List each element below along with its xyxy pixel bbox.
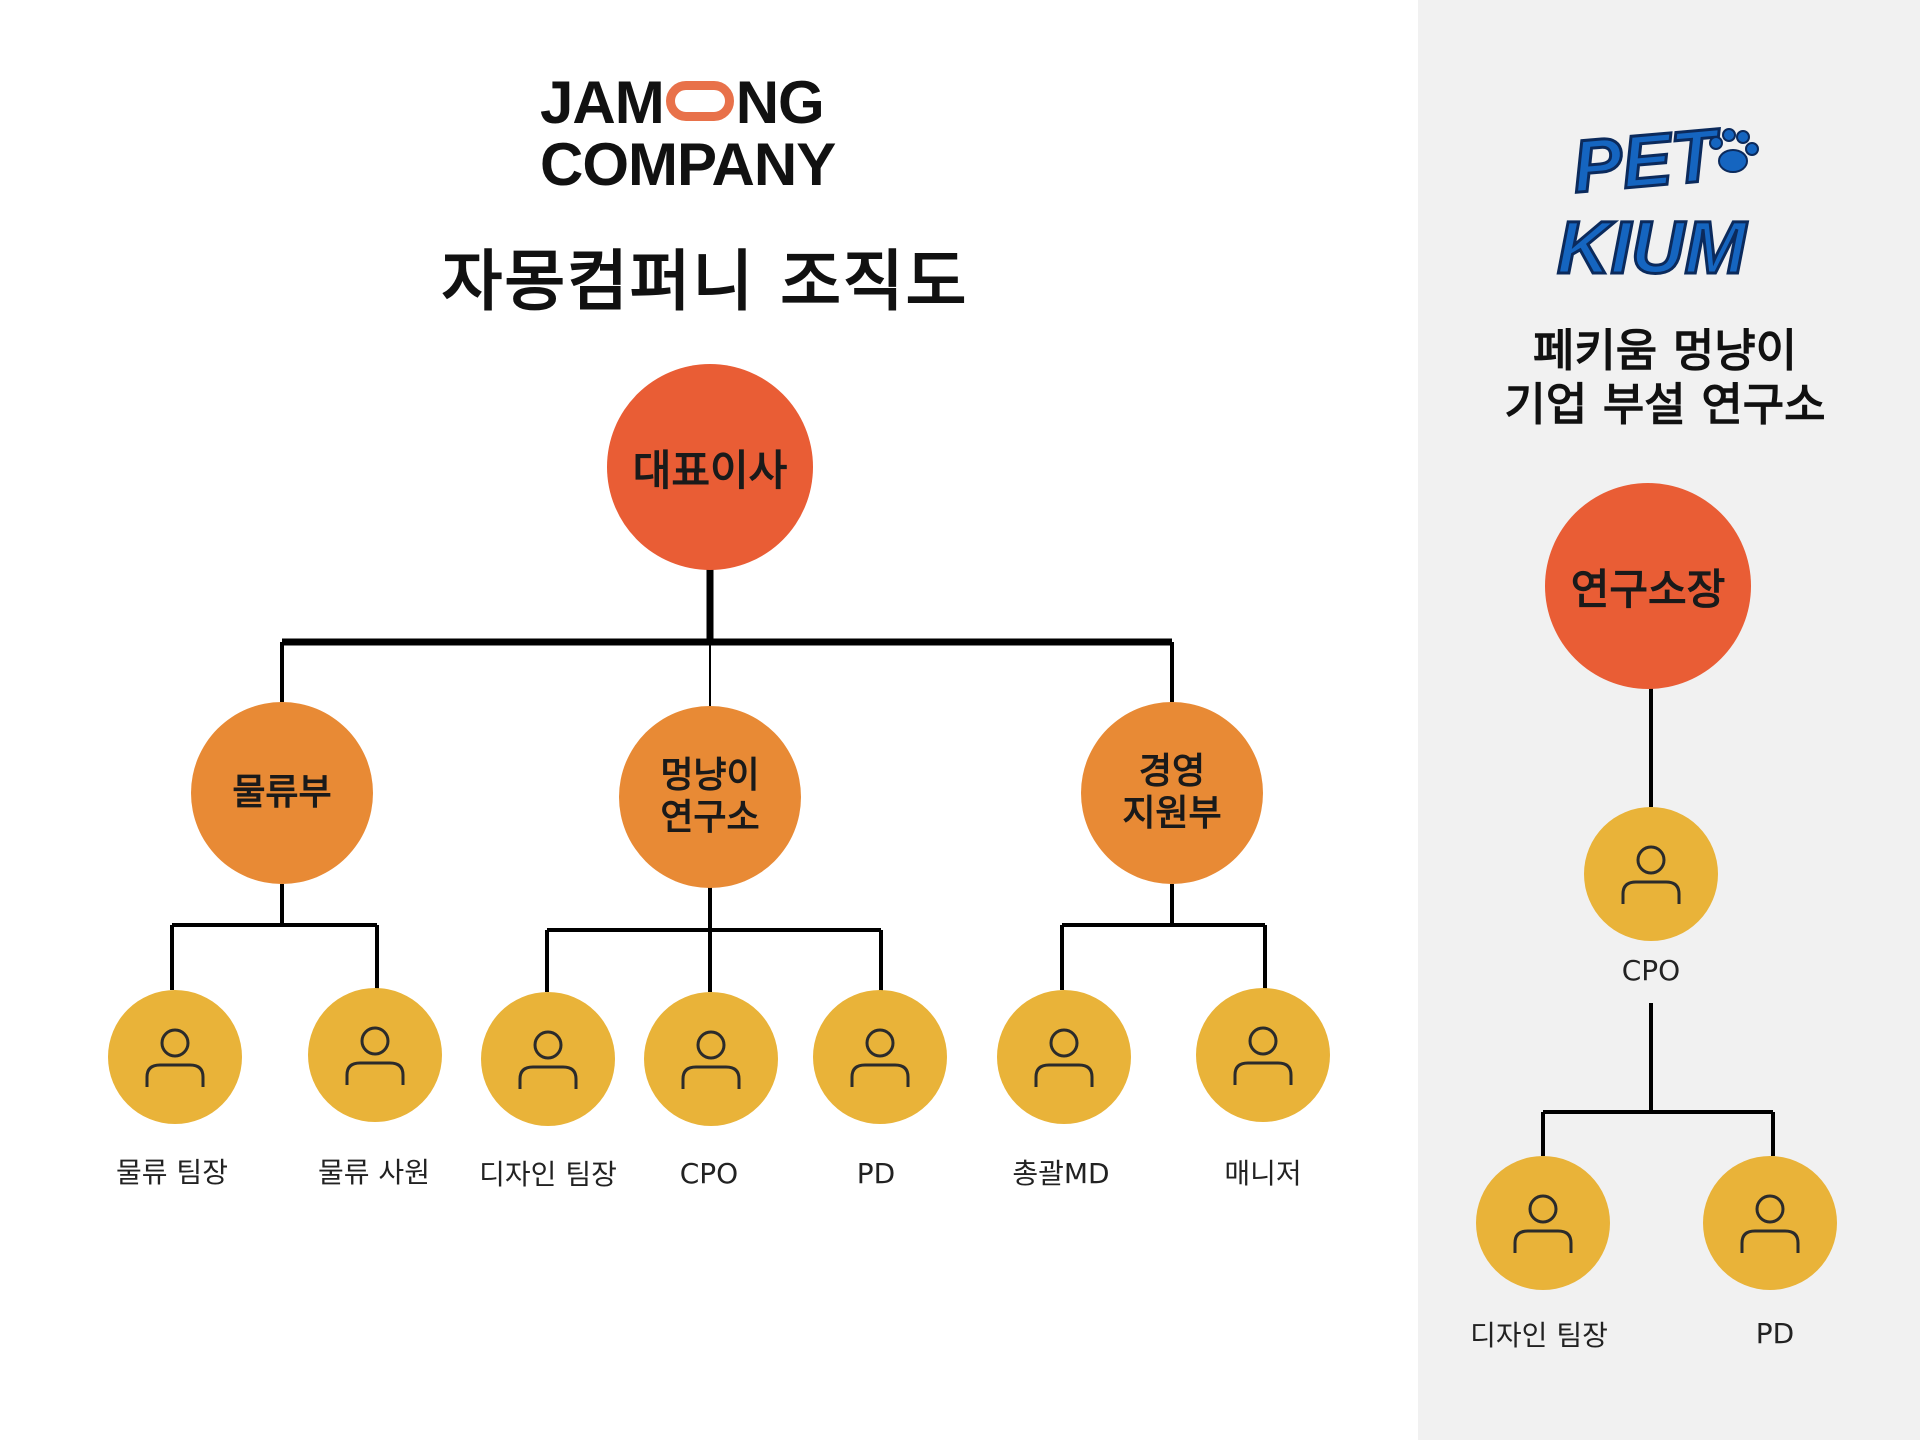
member-node bbox=[813, 990, 947, 1124]
lab-member-label: 디자인 팀장 bbox=[1470, 1319, 1608, 1352]
person-icon bbox=[1513, 1194, 1573, 1253]
lab-title: 페키움 멍냥이 기업 부설 연구소 bbox=[1504, 324, 1826, 431]
lab-head-node: 연구소장 bbox=[1545, 483, 1751, 689]
member-label: 총괄MD bbox=[1012, 1157, 1110, 1190]
person-icon bbox=[345, 1026, 405, 1085]
lab-member-node bbox=[1476, 1156, 1610, 1290]
person-icon bbox=[1233, 1026, 1293, 1085]
member-label: PD bbox=[856, 1157, 896, 1190]
member-label: CPO bbox=[679, 1157, 739, 1190]
member-node bbox=[1196, 988, 1330, 1122]
member-label: 물류 사원 bbox=[318, 1156, 430, 1189]
dept-logistics: 물류부 bbox=[191, 702, 373, 884]
person-icon bbox=[681, 1030, 741, 1089]
member-label: 물류 팀장 bbox=[116, 1156, 228, 1189]
ceo-node: 대표이사 bbox=[607, 364, 813, 570]
logo-o-mark bbox=[665, 81, 734, 122]
lab-cpo-node bbox=[1584, 807, 1718, 941]
person-icon bbox=[850, 1028, 910, 1087]
svg-text:KIUM: KIUM bbox=[1557, 206, 1747, 285]
lab-member-node bbox=[1703, 1156, 1837, 1290]
lab-member-label: PD bbox=[1755, 1317, 1795, 1350]
person-icon bbox=[1034, 1028, 1094, 1087]
petkium-logo: PET KIUM bbox=[1556, 115, 1759, 285]
member-node bbox=[308, 988, 442, 1122]
member-node bbox=[644, 992, 778, 1126]
person-icon bbox=[145, 1028, 205, 1087]
member-label: 디자인 팀장 bbox=[479, 1158, 617, 1191]
lab-head-label: 연구소장 bbox=[1570, 564, 1726, 614]
person-icon bbox=[1740, 1194, 1800, 1253]
member-node bbox=[481, 992, 615, 1126]
logo-line-2: COMPANY bbox=[540, 131, 836, 198]
person-icon bbox=[518, 1030, 578, 1089]
member-node bbox=[997, 990, 1131, 1124]
member-node bbox=[108, 990, 242, 1124]
paw-icon bbox=[1709, 128, 1759, 173]
lab-cpo-label: CPO bbox=[1621, 954, 1681, 987]
ceo-label: 대표이사 bbox=[632, 445, 788, 495]
member-label: 매니저 bbox=[1224, 1157, 1302, 1190]
person-icon bbox=[1621, 845, 1681, 904]
svg-text:PET: PET bbox=[1569, 115, 1725, 208]
org-chart-title: 자몽컴퍼니 조직도 bbox=[441, 243, 969, 320]
